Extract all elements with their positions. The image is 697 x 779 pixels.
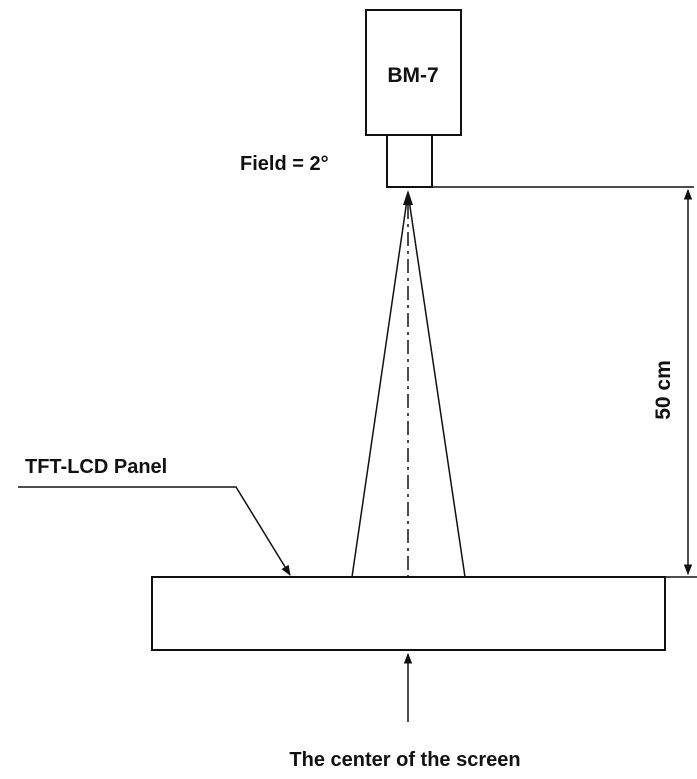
panel-label: TFT-LCD Panel <box>25 456 167 478</box>
cone-left-edge <box>351 192 409 578</box>
field-angle-label: Field = 2° <box>240 153 329 175</box>
center-label: The center of the screen <box>289 749 520 771</box>
panel-leader-line <box>18 486 291 576</box>
tft-lcd-panel <box>151 576 666 651</box>
meter-label: BM-7 <box>387 64 438 87</box>
cone-right-edge <box>407 192 466 578</box>
distance-label: 50 cm <box>652 360 675 420</box>
cone-apex-arrow <box>403 190 413 205</box>
meter-lens <box>386 134 433 188</box>
